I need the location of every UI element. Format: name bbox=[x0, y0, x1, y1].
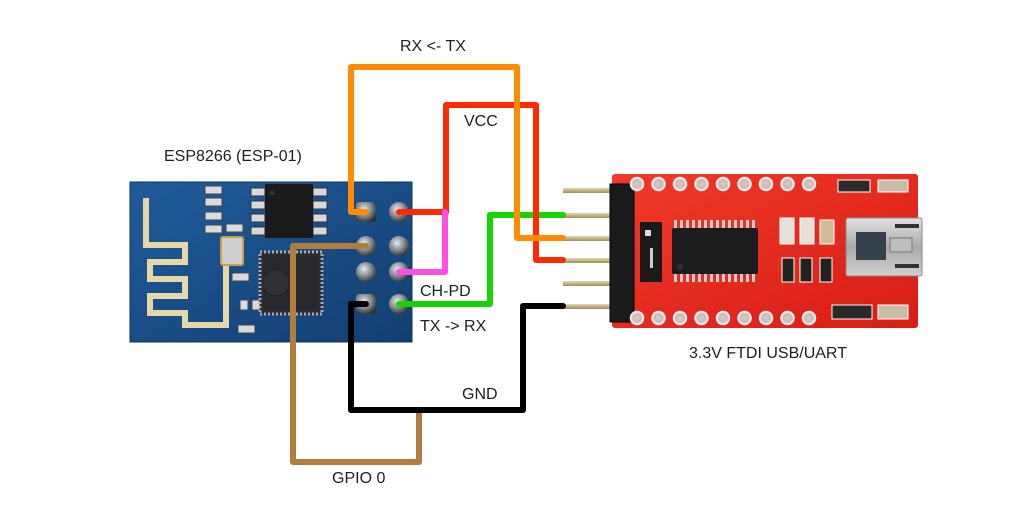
ftdi-header-pin-3.3v bbox=[563, 281, 623, 286]
wire-label-gpio0: GPIO 0 bbox=[332, 470, 386, 487]
ftdi-header-pin-gnd bbox=[563, 188, 623, 193]
wire-tx-rx bbox=[396, 212, 566, 307]
wire-rx-tx bbox=[348, 64, 566, 241]
ftdi-header-pin-dtr bbox=[563, 213, 623, 218]
ftdi-header-pin-cts bbox=[563, 304, 623, 309]
wire-label-tx-rx: TX -> RX bbox=[420, 318, 487, 335]
ftdi-usb-connector bbox=[845, 217, 923, 277]
ftdi-header-body bbox=[609, 183, 635, 323]
ftdi-bottom-hole bbox=[758, 310, 774, 326]
ftdi-top-hole bbox=[780, 176, 795, 192]
ftdi-top-hole bbox=[758, 176, 774, 192]
ftdi-bottom-hole bbox=[694, 310, 709, 326]
ftdi-header-pin-tx bbox=[563, 258, 623, 263]
wire-label-vcc: VCC bbox=[464, 113, 498, 130]
ftdi-bottom-hole bbox=[629, 310, 645, 326]
ftdi-bottom-hole bbox=[801, 310, 817, 326]
ftdi-top-hole bbox=[801, 176, 817, 192]
ftdi-top-hole bbox=[672, 176, 688, 192]
ftdi-board bbox=[612, 174, 918, 328]
esp-antenna-trace bbox=[143, 198, 229, 328]
ftdi-bottom-hole bbox=[651, 310, 666, 326]
ftdi-top-hole bbox=[715, 176, 731, 192]
esp-module-label: ESP8266 (ESP-01) bbox=[164, 148, 302, 165]
esp8266-module bbox=[129, 181, 413, 343]
ftdi-module-label: 3.3V FTDI USB/UART bbox=[689, 345, 847, 362]
ftdi-top-hole bbox=[651, 176, 666, 192]
ftdi-module bbox=[563, 174, 923, 328]
wire-vcc bbox=[396, 102, 566, 263]
ftdi-chip bbox=[672, 220, 758, 282]
wire-gnd bbox=[348, 301, 566, 413]
wires bbox=[290, 64, 566, 465]
wire-label-gnd: GND bbox=[462, 386, 498, 403]
wire-label-ch-pd: CH-PD bbox=[420, 283, 471, 300]
ftdi-top-hole bbox=[737, 176, 752, 192]
wire-label-rx-tx: RX <- TX bbox=[400, 38, 466, 55]
ftdi-header-pins bbox=[563, 188, 623, 309]
ftdi-voltage-jumper bbox=[640, 222, 662, 282]
wire-ch-pd bbox=[396, 209, 448, 275]
ftdi-top-hole bbox=[629, 176, 645, 192]
esp-crystal bbox=[220, 236, 244, 266]
esp-flash-chip bbox=[250, 184, 328, 238]
ftdi-top-hole bbox=[694, 176, 709, 192]
ftdi-smd-components bbox=[779, 179, 909, 320]
ftdi-header-pin-rx bbox=[563, 236, 623, 241]
esp-smd-components bbox=[204, 185, 261, 334]
ftdi-through-holes bbox=[629, 176, 817, 326]
ftdi-bottom-hole bbox=[780, 310, 795, 326]
ftdi-bottom-hole bbox=[737, 310, 752, 326]
ftdi-bottom-hole bbox=[672, 310, 688, 326]
ftdi-bottom-hole bbox=[715, 310, 731, 326]
wire-gpio0 bbox=[290, 243, 422, 465]
